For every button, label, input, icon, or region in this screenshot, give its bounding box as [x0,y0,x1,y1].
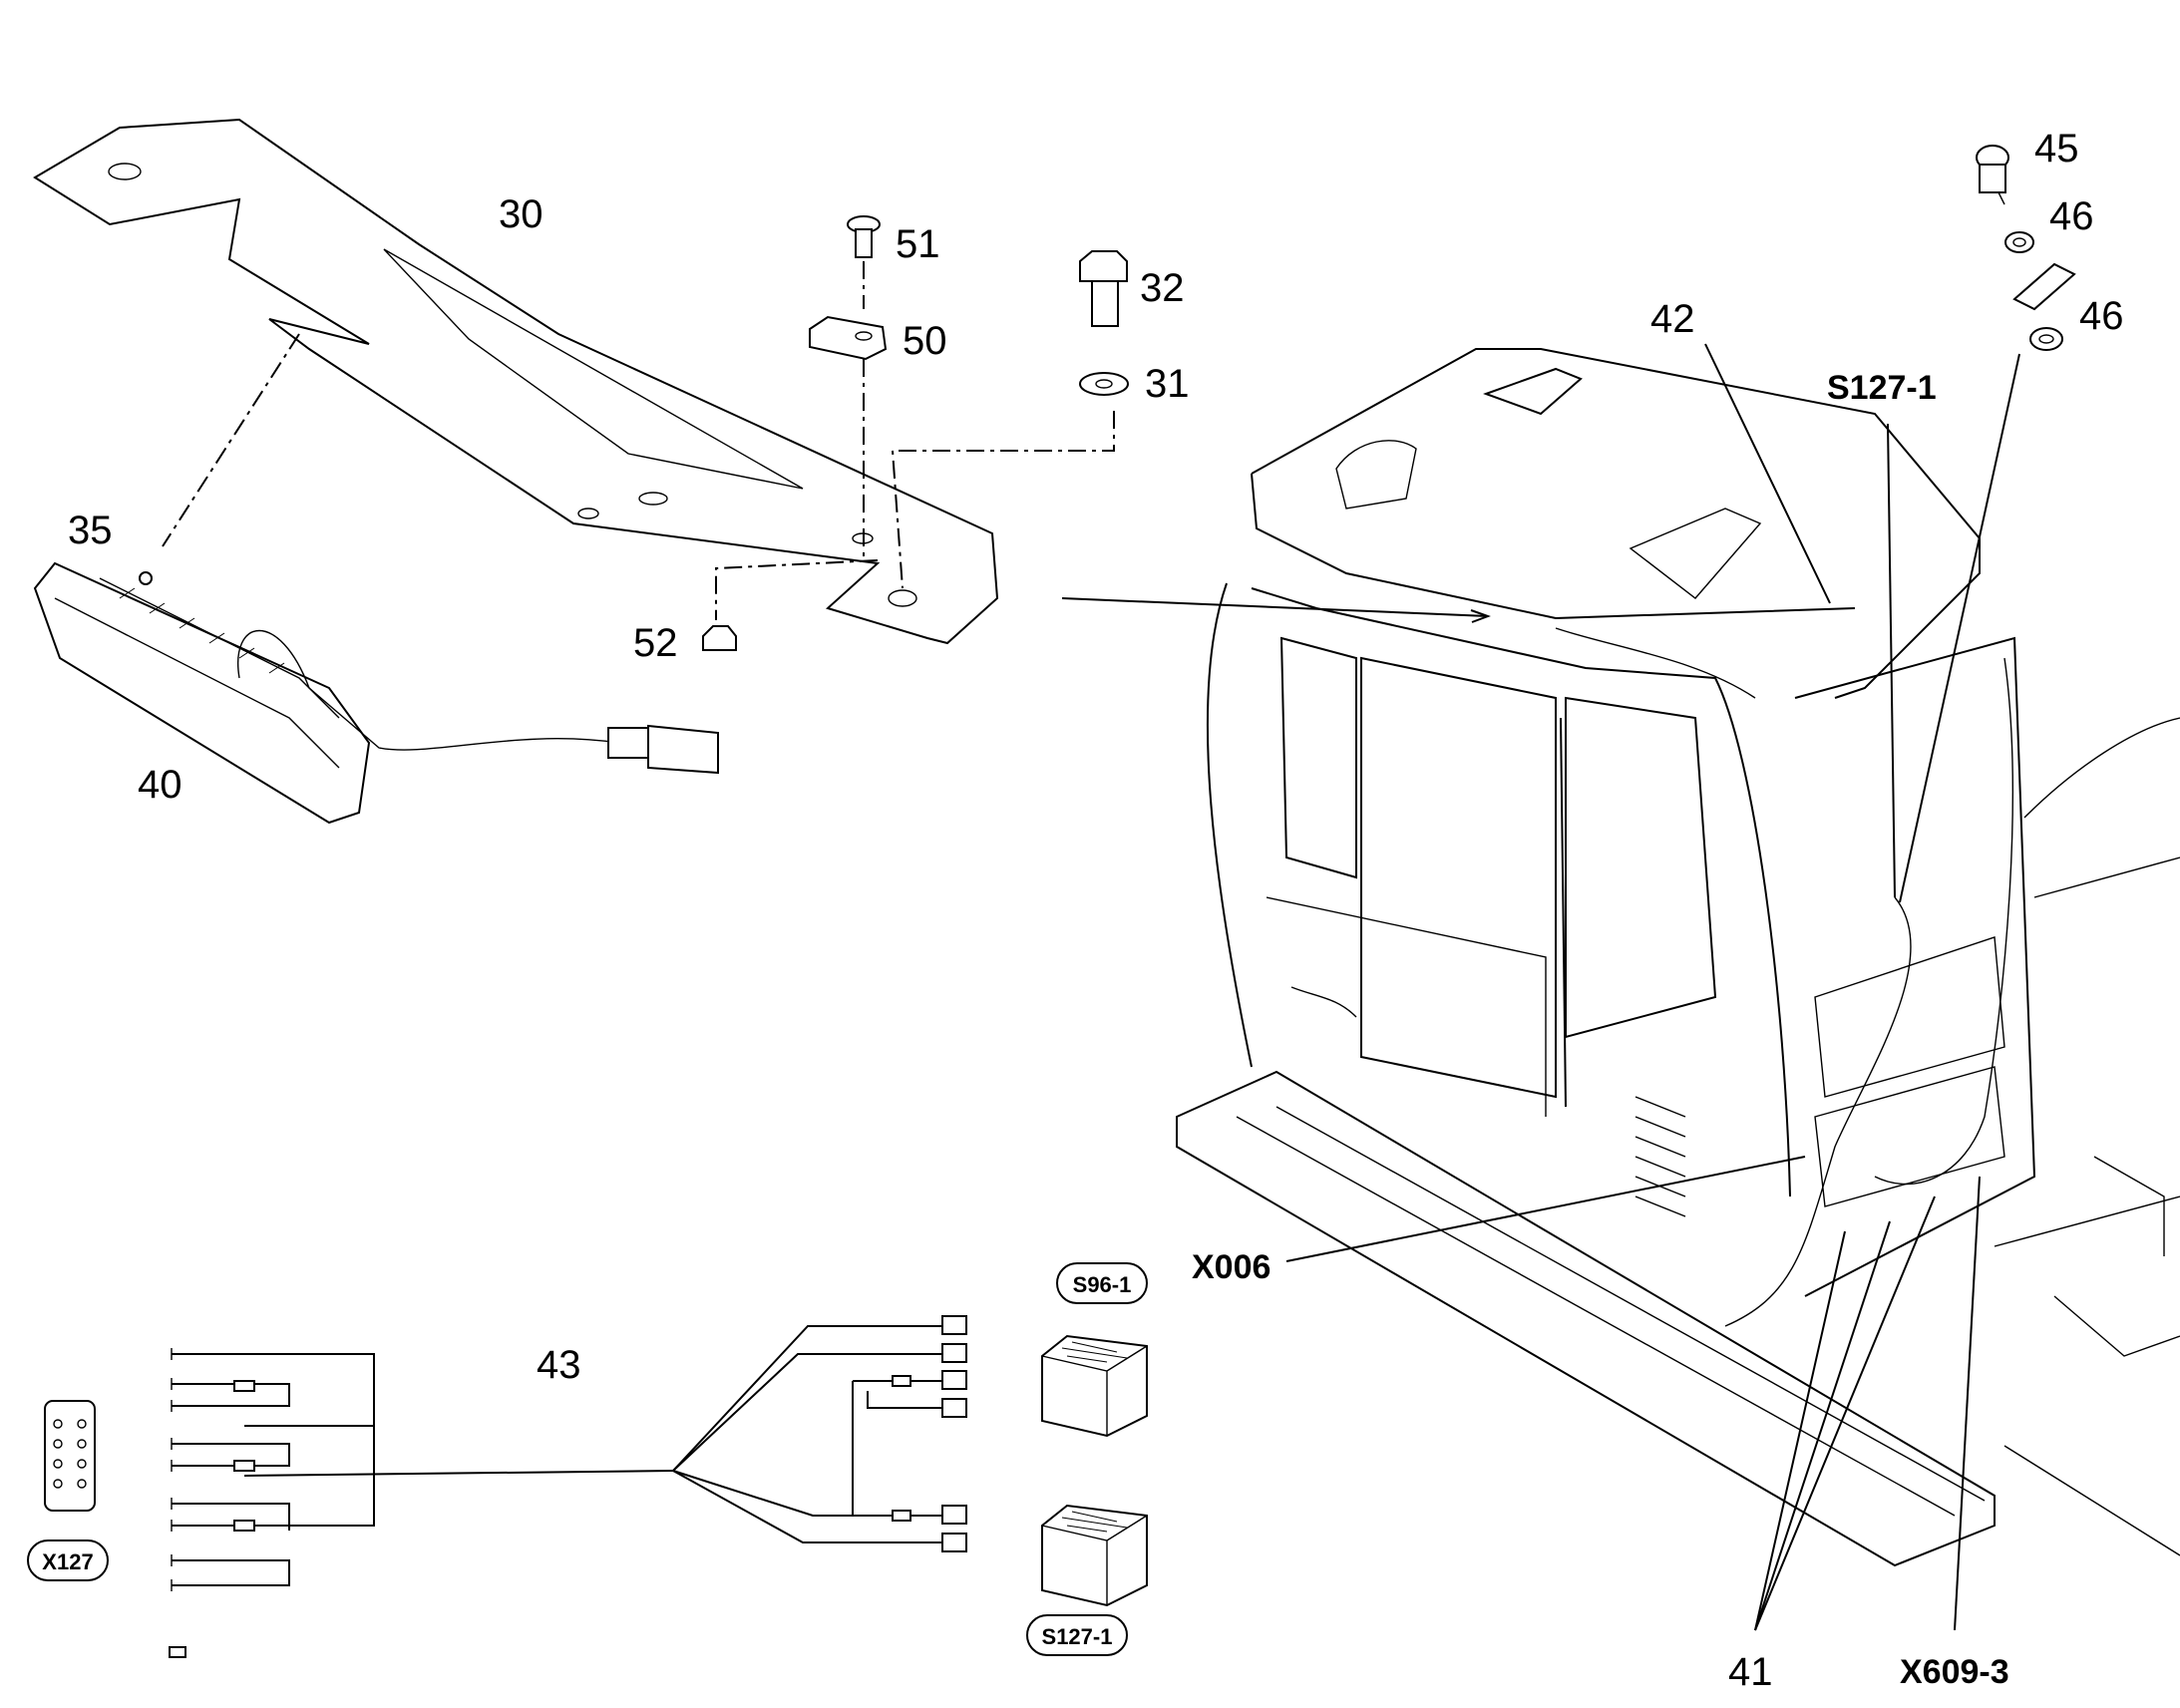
clip-part-50 [809,315,888,361]
washer-part-46-upper [2004,231,2034,253]
connector-x127 [44,1400,96,1512]
badge-s96-1: S96-1 [1073,1272,1132,1297]
relay-s96-1 [1041,1334,1148,1438]
callout-41: 41 [1728,1650,1773,1694]
callout-40: 40 [138,763,182,807]
work-light-part-40 [33,561,719,825]
callout-46-upper: 46 [2049,194,2094,238]
plate-part-46 [2012,262,2076,311]
callout-43: 43 [537,1343,581,1387]
nut-part-52 [702,625,737,651]
excavator-cab [1176,348,2180,1567]
badge-outline-x127 [27,1539,109,1581]
assembly-lines [162,261,1491,623]
wiring-harness-43 [172,1315,967,1586]
callout-45: 45 [2034,127,2079,171]
badge-s127-1: S127-1 [1042,1624,1113,1649]
callout-30: 30 [499,192,544,236]
callout-50: 50 [903,319,947,363]
callout-42: 42 [1650,297,1695,341]
badge-outline-s96 [1056,1262,1148,1304]
washer-part-46-lower [2029,327,2063,351]
callout-46-lower: 46 [2079,294,2124,338]
callout-51: 51 [896,222,940,266]
screw-part-51 [847,215,881,258]
small-fastener-icon [169,1646,186,1658]
badge-x127: X127 [42,1549,93,1574]
leader-lines [1285,343,2020,1631]
callout-35: 35 [68,509,113,552]
callout-32: 32 [1140,266,1185,310]
callout-31: 31 [1145,362,1190,406]
callout-52: 52 [633,621,678,665]
washer-part-31 [1079,372,1129,396]
connector-label-x609-3: X609-3 [1900,1653,2009,1691]
relay-s127-1 [1041,1504,1148,1607]
badge-outline-s127 [1026,1614,1128,1656]
connector-label-s127-1: S127-1 [1827,369,1937,407]
bolt-part-32 [1079,250,1128,327]
switch-part-45 [1976,145,2009,205]
bracket-part-30 [33,118,999,645]
connector-label-x006: X006 [1192,1248,1271,1286]
